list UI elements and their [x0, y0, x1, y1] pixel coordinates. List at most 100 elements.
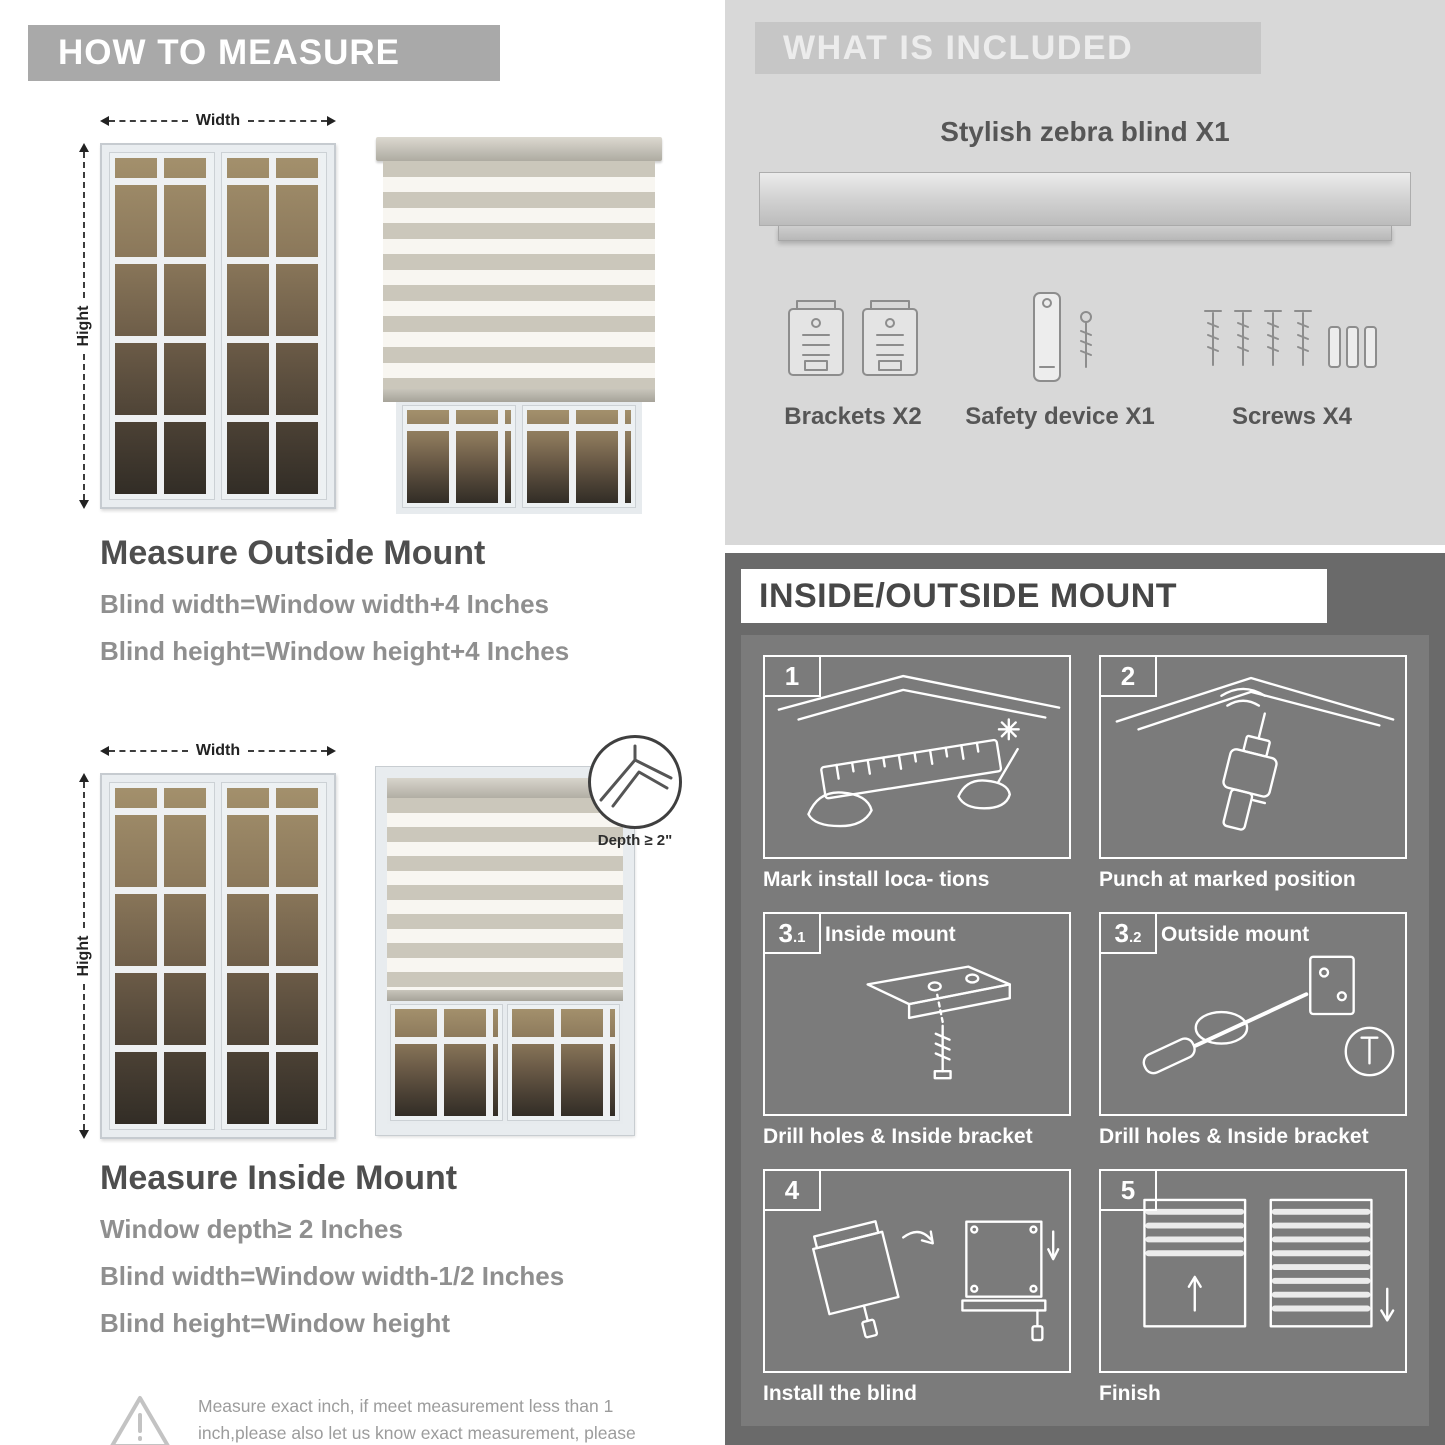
step-3-2-tile: 3 .2 Outside mount: [1099, 912, 1407, 1116]
inside-bracket-icon: [866, 965, 1011, 1080]
window-glass: [221, 782, 327, 1130]
width-arrow: Width: [100, 741, 336, 761]
step-3-1-title: Inside mount: [825, 923, 956, 946]
height-arrow: Hight: [74, 143, 94, 509]
what-is-included-header: WHAT IS INCLUDED: [755, 22, 1261, 74]
step-2-caption: Punch at marked position: [1099, 868, 1356, 891]
blind-bottom-rail: [383, 389, 655, 402]
window-measure-figure: Width Hight: [64, 737, 336, 1139]
step-number-badge: 5: [1101, 1171, 1157, 1211]
step-4: 4: [763, 1169, 1071, 1406]
included-item-brackets: Brackets X2: [783, 281, 923, 431]
safety-device-icon: [1000, 281, 1120, 393]
product-title: Stylish zebra blind X1: [940, 116, 1230, 147]
window-glass: [507, 1004, 620, 1121]
warning-text: Measure exact inch, if meet measurement …: [198, 1396, 636, 1444]
window-glass: [221, 152, 327, 500]
height-label: Hight: [75, 935, 92, 977]
install-blind-icon: [812, 1220, 1060, 1342]
blind-bottom-rail: [387, 990, 623, 1001]
width-label: Width: [195, 742, 241, 759]
window-below-blind: [387, 1001, 623, 1124]
outside-mount-title: Measure Outside Mount: [100, 534, 486, 572]
blind-cassette: [387, 778, 623, 798]
brackets-icon: [783, 281, 923, 393]
step-5: 5 Fin: [1099, 1169, 1407, 1406]
blind-headrail-illustration: [759, 172, 1411, 241]
outside-formula-width: Blind width=Window width+4 Inches: [100, 589, 549, 619]
mark-locations-icon: [777, 674, 1061, 828]
screws-label: Screws X4: [1231, 403, 1353, 430]
width-arrow: Width: [100, 111, 336, 131]
step-5-caption: Finish: [1099, 1382, 1161, 1405]
step-number-badge: 3 .2: [1101, 914, 1157, 954]
window-glass: [109, 782, 215, 1130]
outside-bracket-icon: [1142, 955, 1395, 1077]
step-number-badge: 1: [765, 657, 821, 697]
window-glass: [390, 1004, 503, 1121]
blind-cassette: [376, 137, 662, 161]
step-1: 1: [763, 655, 1071, 892]
step-3-2-caption: Drill holes & Inside bracket: [1099, 1125, 1369, 1148]
step-4-tile: 4: [763, 1169, 1071, 1373]
window-glass: [109, 152, 215, 500]
step-2: 2: [1099, 655, 1407, 892]
step-1-tile: 1: [763, 655, 1071, 859]
safety-device-label: Safety device X1: [965, 403, 1155, 430]
window-illustration: [100, 773, 336, 1139]
step-2-tile: 2: [1099, 655, 1407, 859]
step-3-1-caption: Drill holes & Inside bracket: [763, 1125, 1033, 1148]
arrow-left-icon: [79, 1130, 89, 1139]
outside-formula-height: Blind height=Window height+4 Inches: [100, 636, 570, 666]
depth-detail: Depth ≥ 2": [580, 735, 690, 849]
headrail-top: [759, 172, 1411, 226]
inside-formula-width: Blind width=Window width-1/2 Inches: [100, 1261, 565, 1291]
window-illustration: [100, 143, 336, 509]
inside-mount-figures: Width Hight: [64, 735, 712, 1139]
included-items: Brackets X2: [725, 281, 1445, 431]
arrow-left-icon: [79, 500, 89, 509]
arrow-right-icon: [79, 143, 89, 152]
finished-blinds-icon: [1143, 1198, 1395, 1328]
screws-icon: [1197, 281, 1387, 393]
arrow-left-icon: [100, 116, 109, 126]
inside-formula-depth: Window depth≥ 2 Inches: [100, 1214, 403, 1244]
inside-mount-blind-figure: Depth ≥ 2": [375, 735, 682, 1136]
window-measure-figure: Width Hight: [64, 107, 336, 509]
inside-formula-height: Blind height=Window height: [100, 1308, 450, 1338]
height-label: Hight: [75, 305, 92, 347]
measure-warning: Measure exact inch, if meet measurement …: [108, 1393, 712, 1445]
step-5-tile: 5: [1099, 1169, 1407, 1373]
step-4-caption: Install the blind: [763, 1382, 918, 1405]
step-3-2-title: Outside mount: [1161, 923, 1310, 946]
how-to-measure-section: HOW TO MEASURE Width Hight: [0, 0, 712, 1445]
warning-icon: [110, 1396, 170, 1445]
step-3-1-tile: 3 .1 Inside mount: [763, 912, 1071, 1116]
step-1-caption: Mark install loca- tions: [763, 868, 990, 891]
width-label: Width: [195, 112, 241, 129]
height-arrow: Hight: [74, 773, 94, 1139]
corner-zoom-icon: [588, 735, 682, 829]
right-column: WHAT IS INCLUDED Stylish zebra blind X1: [712, 0, 1445, 1445]
drill-icon: [1115, 676, 1395, 831]
step-number-badge: 2: [1101, 657, 1157, 697]
inside-outside-mount-section: INSIDE/OUTSIDE MOUNT 1: [725, 553, 1445, 1445]
zebra-shade: [383, 161, 655, 389]
window-glass: [402, 405, 516, 508]
zebra-shade: [387, 798, 623, 990]
mount-steps-grid: 1: [741, 635, 1429, 1426]
window-glass: [522, 405, 636, 508]
what-is-included-section: WHAT IS INCLUDED Stylish zebra blind X1: [725, 0, 1445, 545]
arrow-right-icon: [327, 746, 336, 756]
step-number-badge: 4: [765, 1171, 821, 1211]
window-frame: [375, 766, 635, 1136]
outside-mount-blind-figure: [376, 137, 662, 514]
step-number-badge: 3 .1: [765, 914, 821, 954]
headrail-lip: [778, 226, 1392, 241]
step-3-2: 3 .2 Outside mount: [1099, 912, 1407, 1149]
step-3-1: 3 .1 Inside mount: [763, 912, 1071, 1149]
arrow-right-icon: [79, 773, 89, 782]
arrow-left-icon: [100, 746, 109, 756]
depth-label: Depth ≥ 2": [597, 832, 673, 849]
